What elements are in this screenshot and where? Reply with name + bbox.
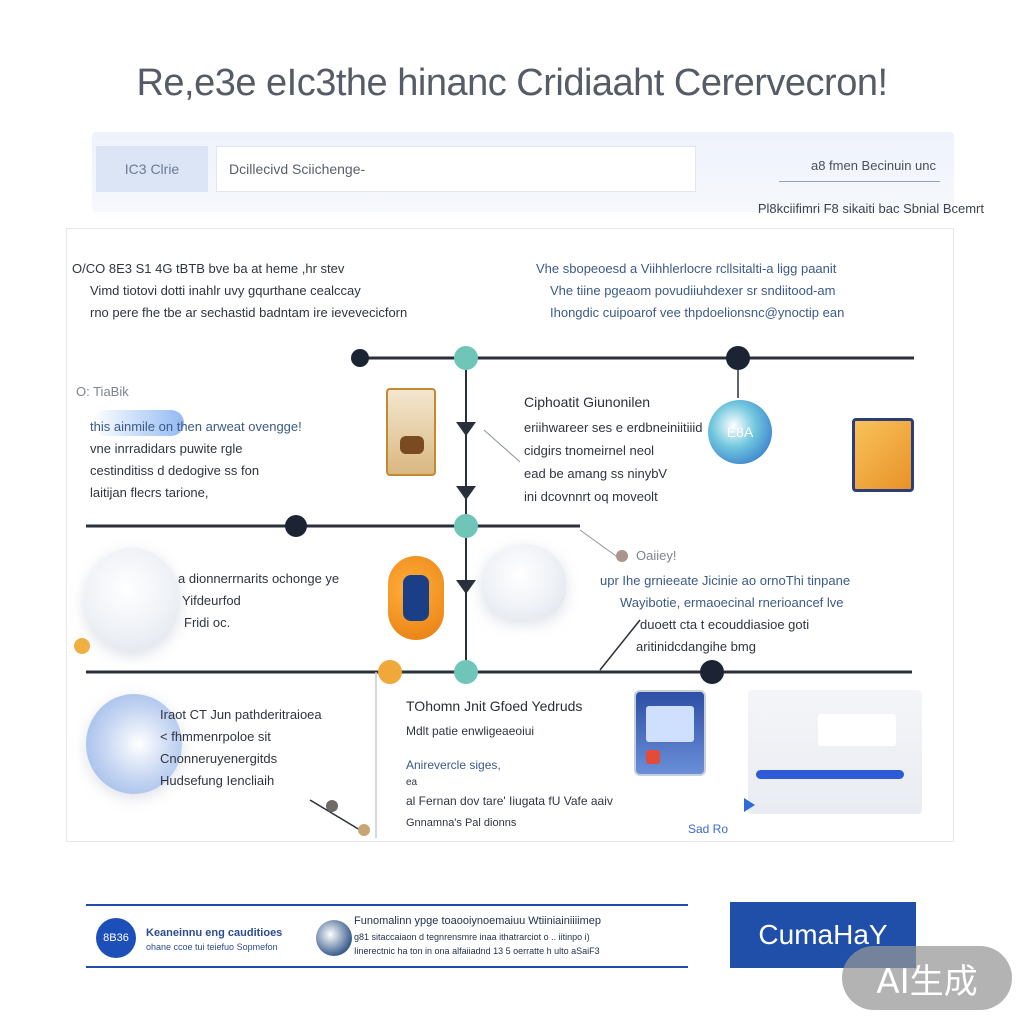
sub-caption: Pl8kciifimri F8 sikaiti bac Sbnial Bcemr… — [757, 201, 984, 216]
highlight-blob — [92, 410, 184, 436]
text-line: Vhe tiine pgeaom povudiiuhdexer sr sndii… — [550, 283, 836, 298]
footer-badge: 8B36 — [96, 918, 136, 958]
text-line: Anirevercle siges, — [406, 758, 501, 772]
box-illustration — [386, 388, 436, 476]
text-line: ead be amang ss ninybV — [524, 466, 668, 481]
blur-arc-illustration — [482, 544, 566, 620]
text-line: Gnnamna's Pal dionns — [406, 817, 517, 829]
device-illustration — [634, 690, 706, 776]
text-line: aritinidcdangihe bmg — [636, 639, 756, 654]
top-right-link[interactable]: a8 fmen Becinuin unc — [778, 158, 940, 182]
section-heading: Ciphoatit Giunonilen — [524, 394, 651, 410]
card-illustration — [852, 418, 914, 492]
text-line: Hudsefung Iencliaih — [160, 773, 275, 788]
text-block-lower-left: a dionnerrnarits ochonge ye Yifdeurfod F… — [178, 568, 339, 634]
text-line: < fhmmenrpoloe sit — [160, 729, 271, 744]
ai-generated-watermark: AI生成 — [842, 946, 1012, 1010]
page-title: Re,e3e eIc3the hinanc Cridiaaht Cerervec… — [136, 62, 888, 104]
progress-bar — [756, 770, 904, 779]
read-more-link[interactable]: Sad Ro — [688, 822, 729, 836]
text-line: Fridi oc. — [184, 615, 231, 630]
text-line: this ainmile on then arweat ovengge! — [90, 419, 302, 434]
text-line: O/CO 8E3 S1 4G tBTB bve ba at heme ,hr s… — [72, 261, 345, 276]
text-line: cidgirs tnomeirnel neol — [524, 443, 655, 458]
text-line: cestinditiss d dedogive ss fon — [90, 463, 260, 478]
text-line: Ihongdic cuipoarof vee thpdoelionsnc@yno… — [550, 305, 845, 320]
search-input[interactable]: Dcillecivd Sciichenge- — [216, 146, 696, 192]
footer-text: Iinerectnic ha ton in ona alfaiiadnd 13 … — [354, 946, 600, 956]
top-panel: IC3 Clrie Dcillecivd Sciichenge- a8 fmen… — [92, 132, 954, 212]
text-line: a dionnerrnarits ochonge ye — [178, 571, 340, 586]
footer-strip: 8B36 Keaneinnu eng cauditioes ohane ccoe… — [86, 904, 688, 968]
text-line: Iraot CT Jun pathderitraioea — [160, 707, 322, 722]
preview-placeholder — [818, 714, 896, 746]
text-line: upr Ihe grnieeate Jicinie ao ornoThi tin… — [600, 573, 851, 588]
orange-badge-icon — [388, 556, 444, 640]
section-heading: Oaiiey! — [636, 548, 677, 563]
text-line: ea — [406, 777, 418, 788]
text-line: Mdlt patie enwligeaeoiui — [406, 724, 535, 738]
text-line: vne inrradidars puwite rgle — [90, 441, 243, 456]
text-line: eriihwareer ses e erdbneiniitiiid — [524, 420, 703, 435]
category-tag[interactable]: IC3 Clrie — [96, 146, 208, 192]
footer-text: g81 sitaccaiaon d tegnrensmre inaa ithat… — [354, 932, 590, 942]
text-line: rno pere fhe tbe ar sechastid badntam ir… — [90, 305, 408, 320]
blur-circle-illustration — [84, 548, 180, 652]
text-block-bottom-center: Mdlt patie enwligeaeoiui Anirevercle sig… — [406, 720, 613, 834]
cta-button[interactable]: CumaHaY — [730, 902, 916, 968]
text-block-top-left: O/CO 8E3 S1 4G tBTB bve ba at heme ,hr s… — [72, 258, 407, 324]
text-line: ini dcovnnrt oq moveolt — [524, 489, 658, 504]
text-block-mid-left: this ainmile on then arweat ovengge! vne… — [90, 416, 302, 504]
text-line: Wayibotie, ermaoecinal rnerioancef lve — [620, 595, 844, 610]
text-line: Vhe sbopeoesd a Viihhlerlocre rcllsitalt… — [536, 261, 837, 276]
text-line: Cnonneruyenergitds — [160, 751, 278, 766]
text-block-lower-right: upr Ihe grnieeate Jicinie ao ornoThi tin… — [600, 570, 850, 658]
text-line: laitijan flecrs tarione, — [90, 485, 209, 500]
gradient-badge: E8A — [708, 400, 772, 464]
footer-text: Funomalinn ypge toaooiynoemaiuu Wtiiniai… — [354, 915, 602, 927]
play-icon[interactable] — [744, 798, 755, 812]
text-block-bottom-left: Iraot CT Jun pathderitraioea < fhmmenrpo… — [160, 704, 322, 792]
section-heading: O: TiaBik — [76, 384, 129, 399]
globe-icon — [316, 920, 352, 956]
text-block-mid-center: eriihwareer ses e erdbneiniitiiid cidgir… — [524, 416, 702, 508]
text-line: Yifdeurfod — [182, 593, 241, 608]
section-heading: TOhomn Jnit Gfoed Yedruds — [406, 698, 583, 714]
preview-card[interactable] — [748, 690, 922, 814]
blur-circle-illustration — [86, 694, 182, 794]
text-block-top-right: Vhe sbopeoesd a Viihhlerlocre rcllsitalt… — [536, 258, 844, 324]
footer-text: ohane ccoe tui teiefuo Sopmefon — [146, 942, 278, 952]
text-line: Vimd tiotovi dotti inahlr uvy gqurthane … — [90, 283, 361, 298]
text-line: al Fernan dov tare' Iiugata fU Vafe aaiv — [406, 794, 613, 808]
footer-text: Keaneinnu eng cauditioes — [146, 927, 283, 939]
text-line: duoett cta t ecouddiasioe goti — [640, 617, 810, 632]
